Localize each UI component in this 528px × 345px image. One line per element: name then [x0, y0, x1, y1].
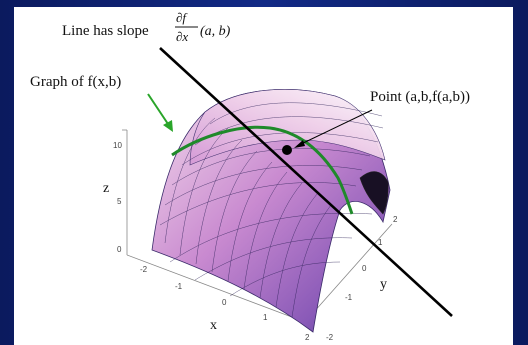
x-axis-label: x [210, 318, 217, 333]
x-tick-neg2: -2 [140, 265, 148, 274]
x-tick-2: 2 [305, 333, 310, 342]
x-tick-neg1: -1 [175, 282, 183, 291]
slope-label-prefix: Line has slope [62, 23, 149, 39]
point-label: Point (a,b,f(a,b)) [370, 89, 470, 105]
x-tick-1: 1 [263, 313, 268, 322]
plot-box [122, 129, 393, 323]
graph-label: Graph of f(x,b) [30, 74, 121, 90]
partial-numerator: ∂f [176, 10, 188, 25]
y-axis-label: y [380, 277, 387, 292]
tangent-line [159, 47, 453, 317]
partial-denominator: ∂x [176, 29, 188, 44]
y-tick-0: 0 [362, 264, 367, 273]
y-tick-2: 2 [393, 215, 398, 224]
y-tick-1: 1 [378, 238, 383, 247]
curve-f-x-b [171, 125, 354, 215]
y-tick-neg1: -1 [345, 293, 353, 302]
x-tick-0: 0 [222, 298, 227, 307]
z-tick-10: 10 [113, 141, 122, 150]
y-tick-neg2: -2 [326, 333, 334, 342]
point-arrow [294, 109, 373, 148]
graph-arrow [147, 93, 173, 132]
z-tick-0: 0 [117, 245, 122, 254]
point-marker [282, 145, 292, 155]
surface-underside [359, 171, 389, 215]
partial-argument: (a, b) [200, 24, 231, 39]
z-tick-5: 5 [117, 197, 122, 206]
z-axis-label: z [103, 181, 109, 196]
surface-top [189, 89, 386, 166]
